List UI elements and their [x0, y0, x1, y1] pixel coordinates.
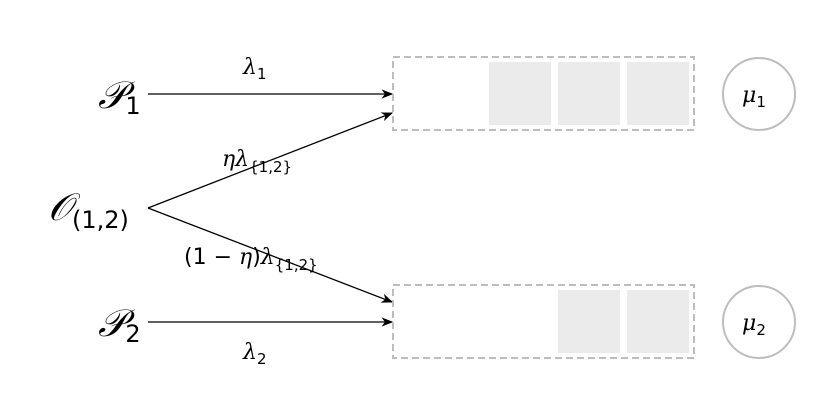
source-p2-label: 𝒫2	[98, 301, 141, 348]
arrow-o12-to-queue1	[147, 112, 394, 209]
source-o12-label: 𝒪(1,2)	[48, 185, 129, 234]
server-2-label: μ2	[742, 311, 766, 339]
queue-1-slot	[558, 62, 620, 125]
arrow-o12-to-queue2	[147, 207, 394, 303]
server-1-label: μ1	[742, 83, 766, 111]
queue-2	[392, 284, 695, 359]
queue-1	[392, 56, 695, 131]
edge-label-lambda1: λ1	[242, 55, 267, 83]
server-1-circle	[722, 57, 796, 131]
edge-label-eta-lambda: ηλ{1,2}	[222, 147, 292, 176]
server-2-circle	[722, 285, 796, 359]
edge-label-lambda2: λ2	[242, 340, 267, 368]
server-2: μ2	[722, 285, 796, 359]
server-1: μ1	[722, 57, 796, 131]
queue-2-slot	[627, 290, 689, 353]
queue-1-slot	[489, 62, 551, 125]
source-p1-label: 𝒫1	[98, 73, 141, 120]
edge-label-one-minus-eta-lambda: (1 − η)λ{1,2}	[184, 245, 318, 274]
queue-2-slot	[558, 290, 620, 353]
queue-1-slot	[627, 62, 689, 125]
